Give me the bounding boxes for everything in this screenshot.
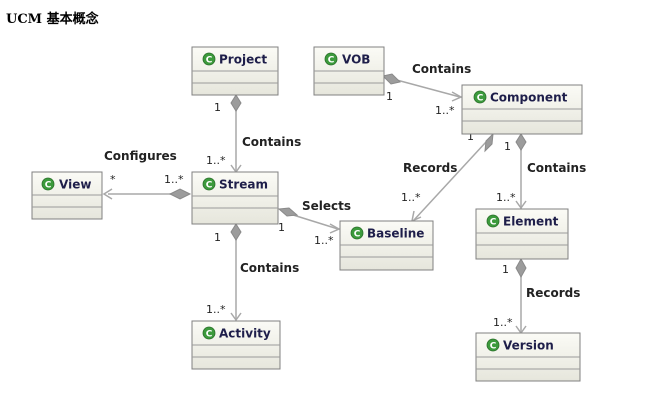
composition-diamond — [484, 132, 494, 153]
arrowhead — [329, 223, 341, 234]
class-vob[interactable]: C VOB — [313, 46, 385, 96]
edge-stream-baseline: Selects 1 1..* — [277, 199, 351, 247]
multiplicity: 1..* — [401, 191, 421, 204]
class-name: VOB — [342, 53, 370, 67]
multiplicity: * — [110, 173, 116, 186]
class-icon — [202, 177, 216, 191]
composition-diamond — [515, 133, 527, 151]
class-icon-letter: C — [45, 181, 52, 191]
composition-diamond — [230, 223, 242, 241]
class-activity[interactable]: C Activity — [191, 320, 281, 370]
edge-vob-component: Contains 1 1..* — [382, 62, 471, 117]
relation-label: Contains — [242, 135, 301, 149]
arrowhead — [410, 210, 422, 223]
class-name: Baseline — [367, 227, 424, 241]
edge-element-version: Records 1 1..* — [493, 257, 580, 335]
edge-stream-view: Configures 1..* * — [102, 149, 192, 200]
edge-stream-activity: Contains 1 1..* — [206, 223, 299, 322]
class-baseline[interactable]: C Baseline — [339, 220, 434, 271]
multiplicity: 1 — [214, 231, 221, 244]
relation-label: Records — [403, 161, 457, 175]
multiplicity: 1..* — [206, 154, 226, 167]
arrowhead — [451, 91, 463, 102]
class-icon — [486, 214, 500, 228]
class-version[interactable]: C Version — [475, 332, 581, 382]
relation-label: Contains — [412, 62, 471, 76]
class-icon-letter: C — [477, 94, 484, 104]
page-title: UCM 基本概念 — [6, 12, 99, 27]
arrowhead — [230, 312, 242, 322]
composition-diamond — [230, 94, 242, 112]
relation-label: Contains — [527, 161, 586, 175]
edge-component-baseline: Records 1 1..* — [401, 130, 494, 223]
multiplicity: 1..* — [493, 316, 513, 329]
edge-component-element: Contains 1 1..* — [496, 133, 586, 210]
class-name: View — [59, 178, 91, 192]
composition-diamond — [168, 188, 192, 200]
class-icon — [350, 226, 364, 240]
relation-label: Records — [526, 286, 580, 300]
class-icon — [473, 90, 487, 104]
multiplicity: 1 — [386, 90, 393, 103]
relation-label: Selects — [302, 199, 351, 213]
class-icon — [202, 326, 216, 340]
multiplicity: 1 — [278, 221, 285, 234]
class-icon-letter: C — [206, 181, 213, 191]
class-icon-letter: C — [206, 56, 213, 66]
multiplicity: 1..* — [496, 191, 516, 204]
relation-label: Configures — [104, 149, 177, 163]
class-icon-letter: C — [328, 56, 335, 66]
composition-diamond — [382, 73, 401, 85]
class-name: Stream — [219, 178, 268, 192]
class-icon-letter: C — [490, 218, 497, 228]
composition-diamond — [515, 257, 527, 279]
class-name: Activity — [219, 327, 271, 341]
class-icon — [41, 177, 55, 191]
class-name: Element — [503, 215, 559, 229]
edge-project-stream: Contains 1 1..* — [206, 94, 301, 174]
multiplicity: 1 — [467, 130, 474, 143]
multiplicity: 1..* — [164, 173, 184, 186]
relation-label: Contains — [240, 261, 299, 275]
class-icon-letter: C — [490, 342, 497, 352]
class-name: Version — [503, 339, 554, 353]
arrowhead — [515, 200, 527, 210]
class-name: Project — [219, 53, 267, 67]
class-name: Component — [490, 91, 568, 105]
class-element[interactable]: C Element — [475, 208, 569, 260]
multiplicity: 1 — [502, 263, 509, 276]
class-icon-letter: C — [354, 230, 361, 240]
multiplicity: 1 — [214, 101, 221, 114]
multiplicity: 1..* — [435, 104, 455, 117]
class-icon — [486, 338, 500, 352]
class-component[interactable]: C Component — [461, 84, 583, 135]
multiplicity: 1..* — [206, 303, 226, 316]
class-icon — [202, 52, 216, 66]
class-icon-letter: C — [206, 330, 213, 340]
class-project[interactable]: C Project — [191, 46, 279, 96]
composition-diamond — [277, 207, 299, 217]
arrowhead — [102, 188, 113, 200]
multiplicity: 1 — [504, 140, 511, 153]
multiplicity: 1..* — [314, 234, 334, 247]
class-view[interactable]: C View — [31, 171, 103, 220]
class-icon — [324, 52, 338, 66]
class-stream[interactable]: C Stream — [191, 171, 279, 225]
